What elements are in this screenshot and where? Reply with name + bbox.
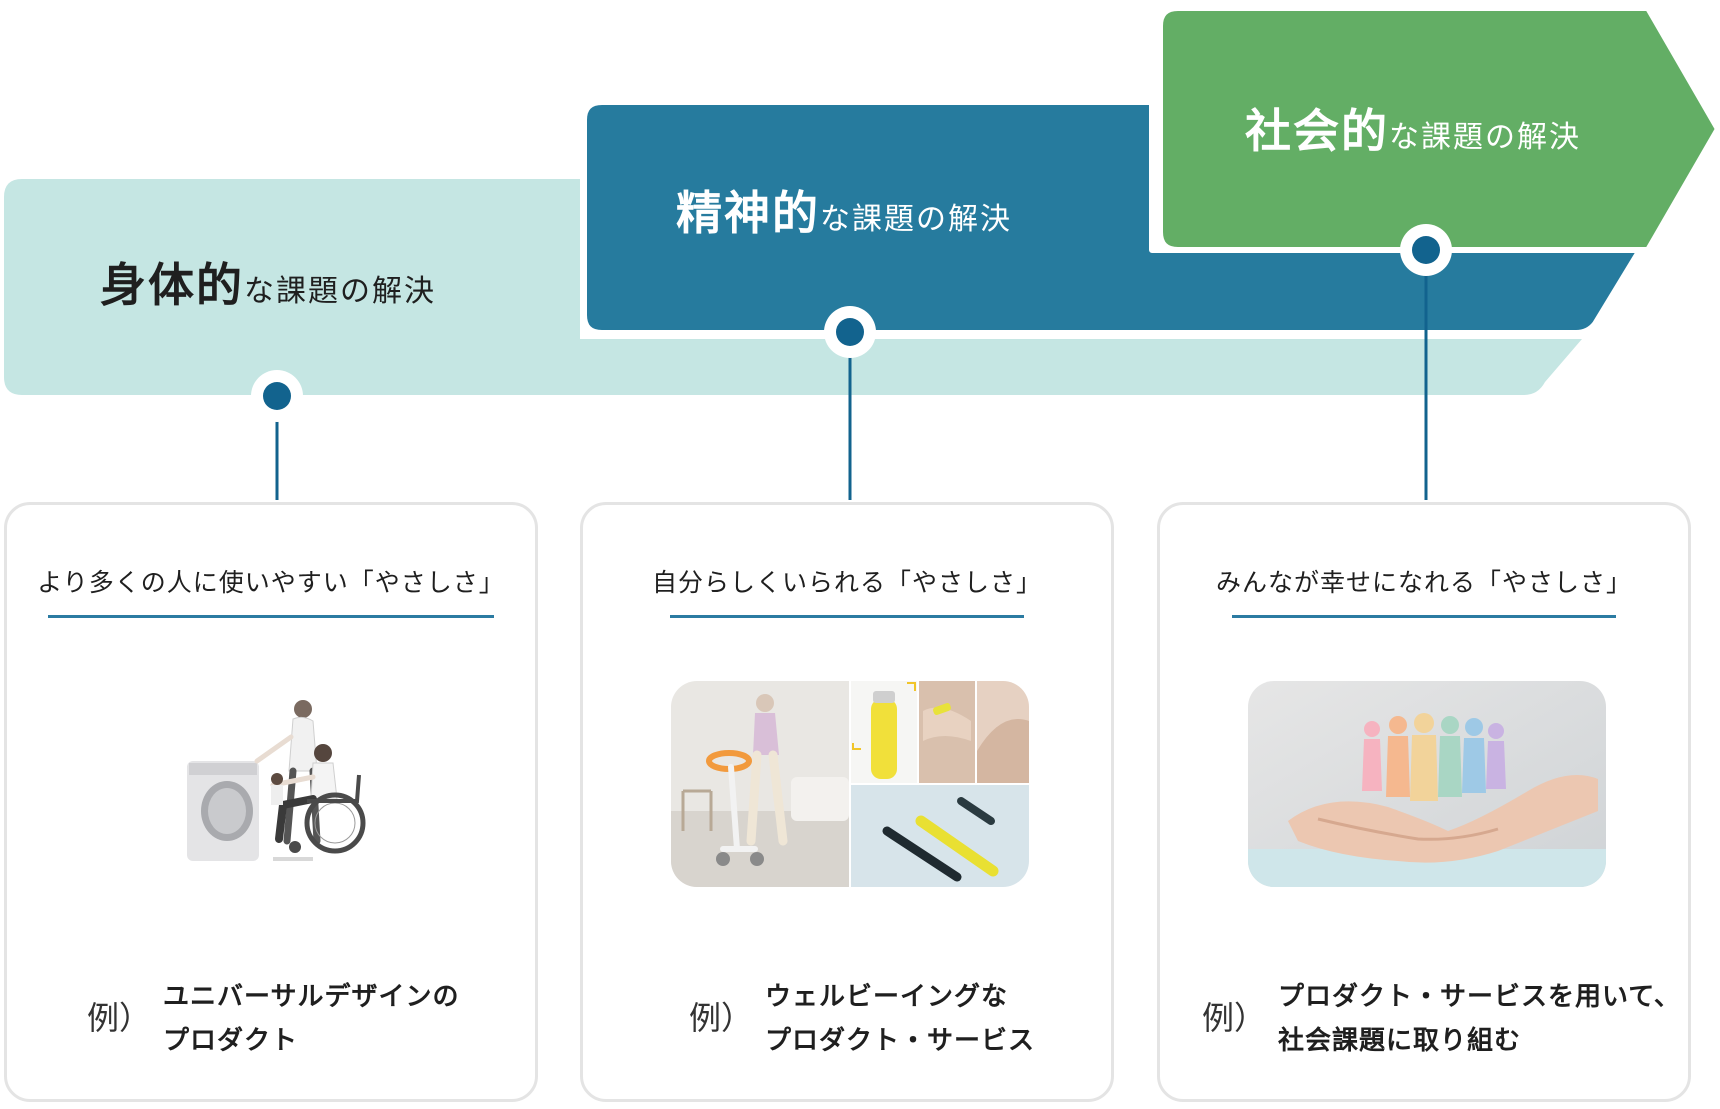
card-mental: 自分らしくいられる「やさしさ」	[580, 502, 1114, 1102]
example-line-1: ウェルビーイングな	[765, 982, 1009, 1012]
band-title-social-main: 社会的	[1245, 104, 1389, 158]
band-title-social-sub: な課題の解決	[1389, 120, 1581, 155]
example-text: ユニバーサルデザインの プロダクト	[163, 975, 459, 1063]
example-line-1: プロダクト・サービスを用いて、	[1278, 982, 1681, 1012]
band-title-mental-sub: な課題の解決	[820, 202, 1012, 237]
connector-dot-1	[251, 370, 303, 422]
walker-and-trimmer-photo-icon	[671, 681, 1029, 887]
example-text: ウェルビーイングな プロダクト・サービス	[765, 975, 1035, 1063]
example-prefix: 例）	[1202, 999, 1267, 1037]
card-social: みんなが幸せになれる「やさしさ」	[1157, 502, 1691, 1102]
connector-dot-2	[824, 306, 876, 358]
card-divider	[48, 615, 494, 618]
card-image-wellbeing	[671, 681, 1029, 887]
card-divider	[1232, 615, 1616, 618]
example-line-1: ユニバーサルデザインの	[163, 982, 460, 1012]
band-title-physical: 身体的な課題の解決	[100, 262, 436, 308]
band-physical	[4, 179, 1582, 395]
band-title-mental: 精神的な課題の解決	[676, 190, 1012, 236]
example-line-2: プロダクト・サービス	[765, 1026, 1036, 1056]
example-text: プロダクト・サービスを用いて、 社会課題に取り組む	[1278, 975, 1681, 1063]
connector-dot-3	[1400, 224, 1452, 276]
washing-machine-wheelchair-photo-icon	[127, 681, 485, 887]
band-title-social: 社会的な課題の解決	[1245, 108, 1581, 154]
card-physical: より多くの人に使いやすい「やさしさ」	[4, 502, 538, 1102]
card-heading: 自分らしくいられる「やさしさ」	[651, 568, 1042, 597]
example-line-2: プロダクト	[163, 1026, 299, 1056]
band-title-physical-main: 身体的	[100, 258, 244, 312]
card-image-social	[1248, 681, 1606, 887]
card-divider	[670, 615, 1024, 618]
card-heading: より多くの人に使いやすい「やさしさ」	[37, 568, 505, 597]
band-social	[1157, 5, 1720, 253]
card-image-universal-design	[127, 681, 485, 887]
hands-paper-people-photo-icon	[1248, 681, 1606, 887]
band-title-mental-main: 精神的	[676, 186, 820, 240]
example-line-2: 社会課題に取り組む	[1278, 1026, 1522, 1056]
example-prefix: 例）	[689, 999, 754, 1037]
band-title-physical-sub: な課題の解決	[244, 274, 436, 309]
example-prefix: 例）	[87, 999, 152, 1037]
card-heading: みんなが幸せになれる「やさしさ」	[1215, 568, 1632, 597]
band-mental	[581, 99, 1643, 336]
